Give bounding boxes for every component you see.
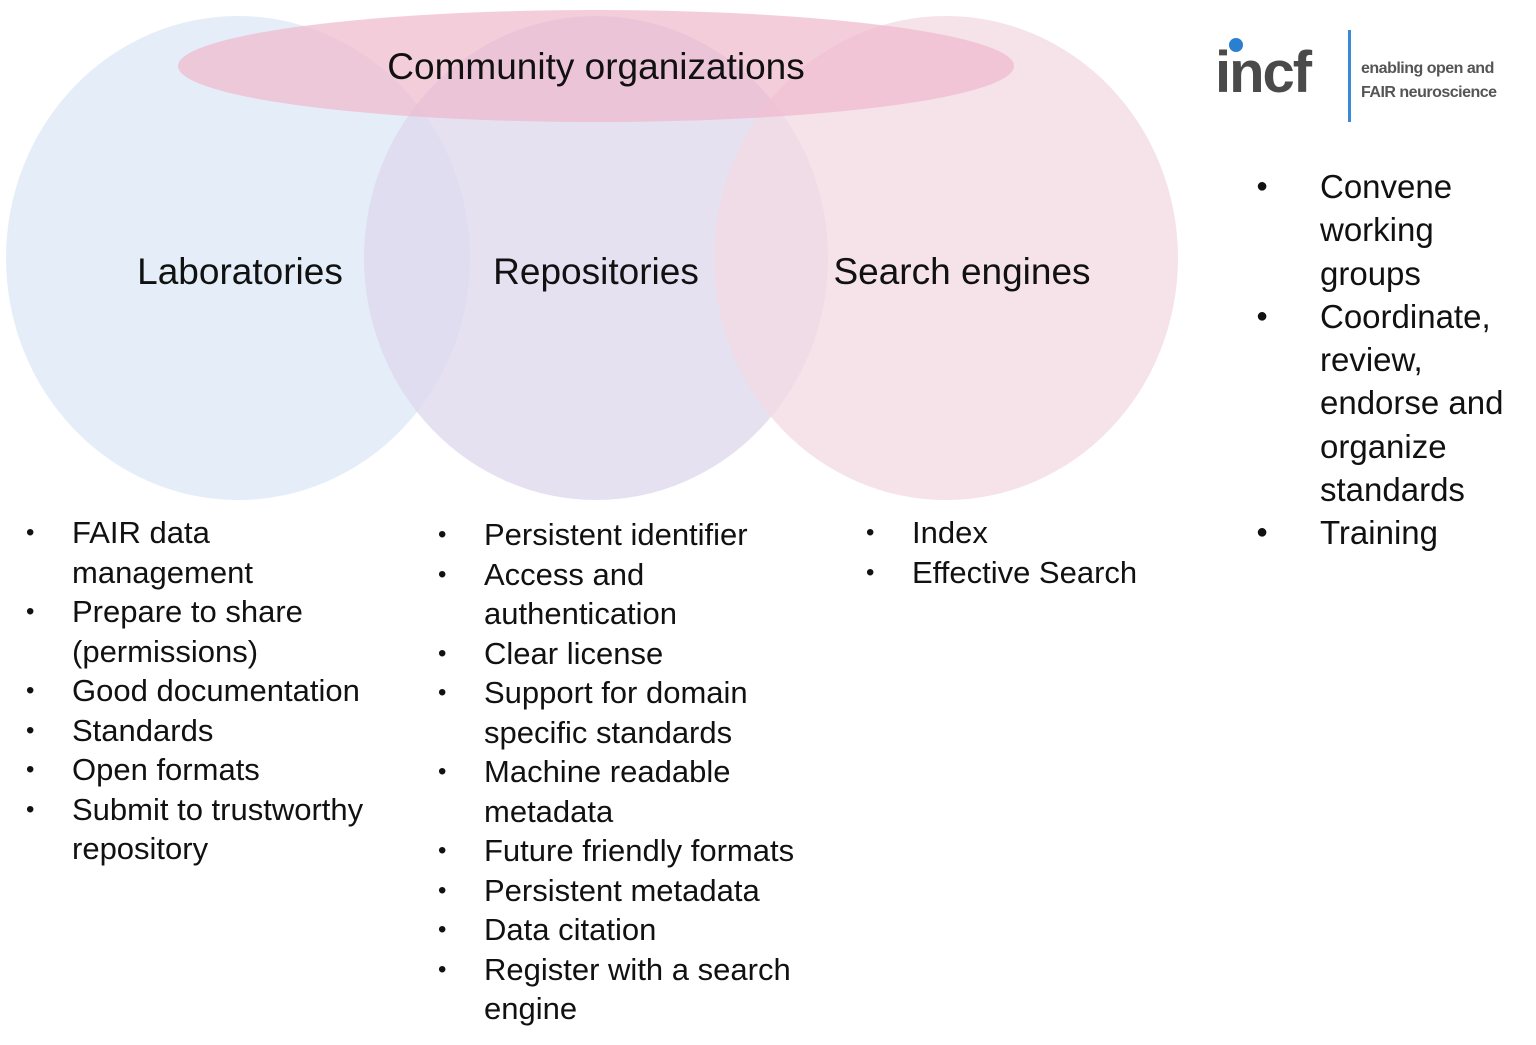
- list-item: Data citation: [438, 910, 794, 950]
- list-item: Machine readable metadata: [438, 752, 794, 831]
- laboratories-label: Laboratories: [137, 251, 343, 292]
- list-item: Coordinate, review, endorse and organize…: [1248, 295, 1503, 511]
- circle-search-engines: [714, 16, 1178, 500]
- list-item: Convene working groups: [1248, 165, 1503, 295]
- repositories-label: Repositories: [493, 251, 699, 292]
- list-item: Standards: [26, 711, 363, 751]
- search-engines-label: Search engines: [833, 251, 1091, 292]
- incf-logo-divider: [1348, 30, 1351, 122]
- list-item: FAIR data management: [26, 513, 363, 592]
- list-item: Support for domain specific standards: [438, 673, 794, 752]
- incf-roles-list: Convene working groupsCoordinate, review…: [1248, 165, 1503, 555]
- list-item: Effective Search: [866, 553, 1137, 593]
- list-item: Good documentation: [26, 671, 363, 711]
- list-item: Prepare to share (permissions): [26, 592, 363, 671]
- list-item: Register with a search engine: [438, 950, 794, 1029]
- list-item: Submit to trustworthy repository: [26, 790, 363, 869]
- list-item: Index: [866, 513, 1137, 553]
- list-item: Future friendly formats: [438, 831, 794, 871]
- search-engines-list: IndexEffective Search: [866, 513, 1137, 592]
- list-item: Clear license: [438, 634, 794, 674]
- list-item: Open formats: [26, 750, 363, 790]
- laboratories-list: FAIR data managementPrepare to share (pe…: [26, 513, 363, 869]
- banner-community-organizations: [178, 10, 1014, 122]
- incf-tagline: enabling open and FAIR neuroscience: [1361, 60, 1497, 101]
- list-item: Training: [1248, 511, 1503, 555]
- repositories-list: Persistent identifierAccess and authenti…: [438, 515, 794, 1029]
- circle-repositories: [364, 16, 828, 500]
- circle-laboratories: [6, 16, 470, 500]
- incf-logo-dot-icon: [1229, 38, 1243, 52]
- list-item: Access and authentication: [438, 555, 794, 634]
- banner-label: Community organizations: [387, 46, 805, 87]
- incf-logo: incf enabling open and FAIR neuroscience: [1215, 30, 1505, 122]
- list-item: Persistent identifier: [438, 515, 794, 555]
- incf-logo-wordmark: incf: [1215, 40, 1312, 105]
- list-item: Persistent metadata: [438, 871, 794, 911]
- venn-diagram: [6, 10, 1178, 500]
